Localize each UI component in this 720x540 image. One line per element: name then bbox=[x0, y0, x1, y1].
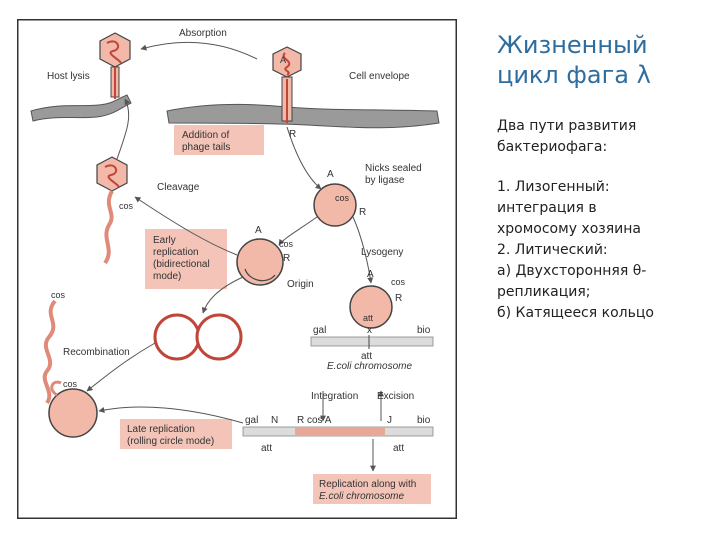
label-att-circle: att bbox=[363, 313, 374, 323]
label-repl-along-1: Replication along with bbox=[319, 479, 416, 490]
label-att-top: att bbox=[361, 351, 372, 362]
label-early-3: (bidirectional bbox=[153, 259, 210, 270]
label-r-cos-a: R cos A bbox=[297, 415, 332, 426]
label-late-1: Late replication bbox=[127, 424, 195, 435]
circular-dna-early bbox=[236, 238, 284, 286]
circular-dna-late bbox=[48, 388, 98, 438]
label-cos-early: cos bbox=[279, 239, 294, 249]
label-lysogeny: Lysogeny bbox=[361, 247, 403, 258]
label-bio-top: bio bbox=[417, 325, 431, 336]
slide-body-line: а) Двухсторонняя θ- bbox=[497, 263, 647, 279]
label-repl-along-2: E.coli chromosome bbox=[319, 491, 404, 502]
label-nicks-1: Nicks sealed bbox=[365, 163, 422, 174]
label-r-nicked: R bbox=[359, 207, 366, 218]
slide-subtitle-line: бактериофага: bbox=[497, 139, 608, 155]
label-cos-left: cos bbox=[51, 290, 66, 300]
slide-body-line: 1. Лизогенный: bbox=[497, 179, 610, 195]
label-a-lysogeny: A bbox=[367, 269, 374, 280]
label-ecoli-chromosome: E.coli chromosome bbox=[327, 361, 412, 372]
circular-dna-lysogeny bbox=[349, 285, 393, 329]
slide-body-line: интеграция в bbox=[497, 200, 597, 216]
late-replication-box bbox=[120, 419, 232, 449]
replication-along-box bbox=[313, 474, 431, 504]
phage-lysis-head bbox=[99, 32, 131, 99]
label-bio-bottom: bio bbox=[417, 415, 431, 426]
label-excision: Excision bbox=[377, 391, 414, 402]
label-r-early: R bbox=[283, 253, 290, 264]
label-recombination: Recombination bbox=[63, 347, 130, 358]
flow-arrows bbox=[86, 41, 384, 472]
label-late-2: (rolling circle mode) bbox=[127, 436, 214, 447]
slide-body-line: репликация; bbox=[497, 284, 591, 300]
label-gal-bottom: gal bbox=[245, 415, 258, 426]
label-cos-lysogeny: cos bbox=[391, 277, 406, 287]
ecoli-chromosome-bar-top bbox=[310, 336, 434, 347]
slide-body-line: б) Катящееся кольцо bbox=[497, 305, 654, 321]
slide-body: 1. Лизогенный: интеграция в хромосому хо… bbox=[497, 177, 709, 324]
slide-body-line: 2. Литический: bbox=[497, 242, 608, 258]
label-early-4: mode) bbox=[153, 271, 181, 282]
slide-title-line: цикл фага λ bbox=[497, 61, 651, 89]
label-n-bottom: N bbox=[271, 415, 278, 426]
label-r-top: R bbox=[289, 129, 296, 140]
label-integration: Integration bbox=[311, 391, 358, 402]
slide-body-line: хромосому хозяина bbox=[497, 221, 641, 237]
addition-tails-box bbox=[174, 125, 264, 155]
label-addition-tails-1: Addition of bbox=[182, 130, 229, 141]
label-a-nicked: A bbox=[327, 169, 334, 180]
label-cos-packaging: cos bbox=[119, 201, 134, 211]
label-cos-nicked: cos bbox=[335, 193, 350, 203]
label-early-2: replication bbox=[153, 247, 199, 258]
label-cell-envelope: Cell envelope bbox=[349, 71, 410, 82]
label-early-1: Early bbox=[153, 235, 176, 246]
label-nicks-2: by ligase bbox=[365, 175, 405, 186]
label-att-bottom-left: att bbox=[261, 443, 272, 454]
concatemer-dna bbox=[42, 299, 57, 405]
label-att-bottom-right: att bbox=[393, 443, 404, 454]
theta-circle-left bbox=[153, 313, 201, 361]
slide-subtitle-line: Два пути развития bbox=[497, 118, 637, 134]
label-host-lysis: Host lysis bbox=[47, 71, 90, 82]
slide-subtitle: Два пути развития бактериофага: bbox=[497, 116, 709, 158]
phage-packaging bbox=[96, 156, 128, 265]
theta-circle-right bbox=[195, 313, 243, 361]
label-x-top: x bbox=[367, 325, 372, 336]
lambda-life-cycle-diagram: Absorption Host lysis Cell envelope Addi… bbox=[17, 19, 457, 519]
slide-text-panel: Жизненный цикл фага λ Два пути развития … bbox=[497, 30, 709, 324]
slide-title-line: Жизненный bbox=[497, 31, 648, 59]
early-replication-box bbox=[145, 229, 227, 289]
label-cos-late: cos bbox=[63, 379, 78, 389]
label-absorption: Absorption bbox=[179, 28, 227, 39]
slide-title: Жизненный цикл фага λ bbox=[497, 30, 709, 90]
cell-envelope-right bbox=[166, 103, 440, 129]
figure-frame bbox=[17, 19, 457, 519]
label-origin: Origin bbox=[287, 279, 314, 290]
label-cleavage: Cleavage bbox=[157, 182, 200, 193]
phage-absorbing bbox=[272, 46, 302, 123]
label-addition-tails-2: phage tails bbox=[182, 142, 230, 153]
label-a-top: A bbox=[280, 55, 286, 65]
cell-envelope-left bbox=[30, 94, 132, 122]
label-gal-top: gal bbox=[313, 325, 326, 336]
label-r-lysogeny: R bbox=[395, 293, 402, 304]
circular-dna-nicked bbox=[313, 183, 357, 227]
label-a-early: A bbox=[255, 225, 262, 236]
label-j-bottom: J bbox=[387, 415, 392, 426]
